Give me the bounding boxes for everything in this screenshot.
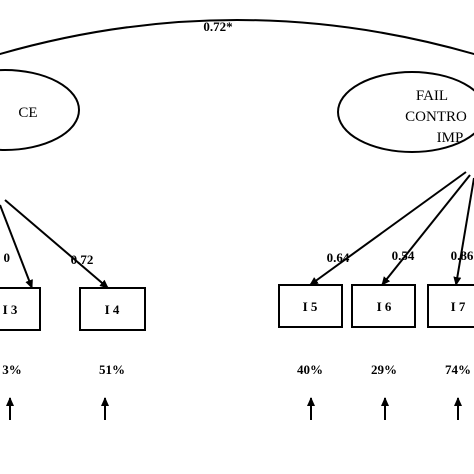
variance-label-i7: 74%: [445, 362, 471, 377]
left-factor-ellipse: [0, 69, 80, 151]
loading-label-i7: 0.86: [451, 248, 474, 263]
loading-label-i3: 0: [4, 250, 11, 265]
loading-path-i3: [0, 204, 33, 289]
right-factor-ellipse: [337, 71, 474, 153]
left-factor-label: CE: [18, 105, 37, 121]
variance-label-i3: 3%: [2, 362, 22, 377]
correlation-arc: [0, 19, 474, 56]
variance-label-i5: 40%: [297, 362, 323, 377]
right-factor-label-line2: CONTRO: [405, 109, 467, 125]
item-box-i6: [351, 284, 416, 328]
correlation-label: 0.72*: [203, 19, 232, 34]
variance-label-i6: 29%: [371, 362, 397, 377]
loading-label-i4: 0.72: [71, 252, 94, 267]
item-box-i3: [0, 287, 41, 331]
loading-path-i6: [381, 174, 471, 286]
item-label-i3: I 3: [3, 302, 18, 317]
loading-label-i5: 0.64: [327, 250, 350, 265]
item-label-i5: I 5: [303, 299, 318, 314]
item-label-i6: I 6: [377, 299, 392, 314]
item-label-i7: I 7: [451, 299, 466, 314]
item-box-i5: [278, 284, 343, 328]
loading-path-i4: [4, 199, 109, 289]
loading-label-i6: 0.54: [392, 248, 415, 263]
variance-label-i4: 51%: [99, 362, 125, 377]
right-factor-label-line3: IMP: [437, 130, 464, 146]
item-box-i7: [427, 284, 474, 328]
item-box-i4: [79, 287, 146, 331]
loading-path-i5: [309, 171, 467, 286]
right-factor-label-line1: FAIL: [416, 88, 448, 104]
loading-path-i7: [453, 177, 474, 286]
item-label-i4: I 4: [105, 302, 120, 317]
